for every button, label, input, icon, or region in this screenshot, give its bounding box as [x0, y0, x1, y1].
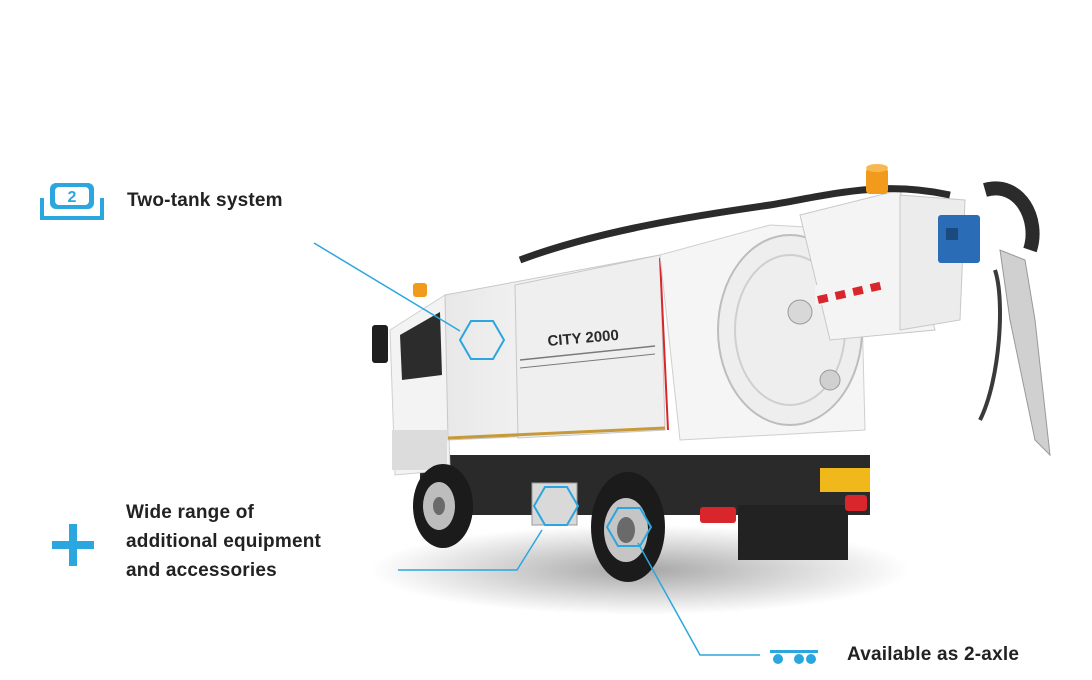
front-wheel [413, 464, 473, 548]
rear-wheel [591, 472, 665, 582]
two-tank-label: Two-tank system [127, 190, 283, 211]
plus-icon [52, 524, 94, 566]
rear-mudflap [738, 505, 848, 560]
hexagon-markers [458, 320, 653, 547]
equipment-label-line-3: and accessories [126, 560, 277, 581]
truck-cab [372, 294, 451, 476]
tail-light-left [700, 507, 736, 523]
model-badge: CITY 2000 [547, 327, 620, 350]
boom-arm [799, 181, 1051, 457]
axle-label: Available as 2-axle [847, 644, 1020, 665]
equipment-label-line-2: additional equipment [126, 531, 322, 552]
two-tank-icon: 2 [40, 183, 104, 220]
blue-control-box [938, 215, 980, 263]
callout-lines [313, 242, 760, 656]
equipment-label-line-1: Wide range of [126, 502, 255, 523]
axle-icon [770, 650, 818, 664]
beacon-lights [413, 164, 888, 297]
tail-light-right [845, 495, 867, 511]
two-tank-icon-number: 2 [68, 189, 77, 206]
tank-body [444, 254, 669, 441]
equipment-label: Wide range of additional equipment and a… [126, 498, 321, 585]
